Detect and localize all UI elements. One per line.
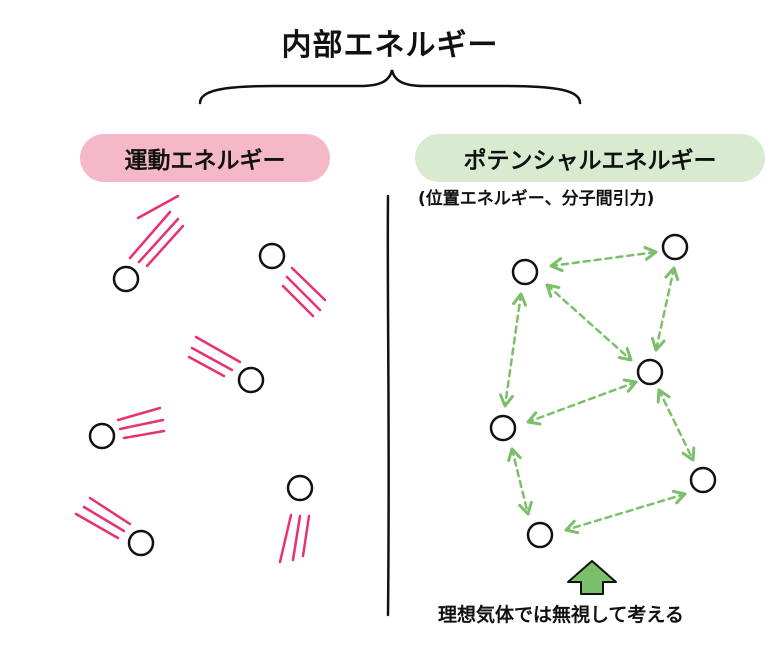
molecule <box>74 496 155 557</box>
diagram-title: 内部エネルギー <box>281 28 499 63</box>
potential-arrows <box>499 245 696 535</box>
potential-energy-sublabel: (位置エネルギー、分子間引力) <box>418 189 655 209</box>
molecule-circle <box>258 242 286 270</box>
divider-line <box>386 194 390 617</box>
attraction-arrow <box>650 266 680 352</box>
potential-energy-label: ポテンシャルエネルギー <box>415 134 765 182</box>
molecule <box>112 194 185 293</box>
potential-molecules <box>489 233 717 549</box>
molecule-circle <box>636 358 664 386</box>
molecule <box>258 242 327 318</box>
molecule <box>187 335 265 394</box>
attraction-arrow <box>499 292 527 408</box>
molecule-circle <box>237 366 265 394</box>
molecule <box>278 474 314 564</box>
up-arrow-icon <box>567 560 617 595</box>
molecule <box>88 406 166 450</box>
molecule-circle <box>511 258 539 286</box>
molecule-circle <box>88 422 116 450</box>
molecule-circle <box>526 521 554 549</box>
kinetic-molecules <box>74 194 327 564</box>
attraction-arrow <box>564 489 687 535</box>
molecule-circle <box>661 233 689 261</box>
kinetic-energy-label: 運動エネルギー <box>80 134 330 182</box>
attraction-arrow <box>656 388 696 462</box>
curly-brace <box>198 69 582 105</box>
molecule-circle <box>127 529 155 557</box>
attraction-arrow <box>549 245 658 273</box>
molecule-circle <box>286 474 314 502</box>
ideal-gas-note: 理想気体では無視して考える <box>438 604 684 626</box>
attraction-arrow <box>507 447 533 516</box>
molecule-circle <box>489 414 517 442</box>
attraction-arrow <box>545 283 633 362</box>
attraction-arrow <box>526 378 638 426</box>
molecule-circle <box>689 466 717 494</box>
molecule-circle <box>112 265 140 293</box>
